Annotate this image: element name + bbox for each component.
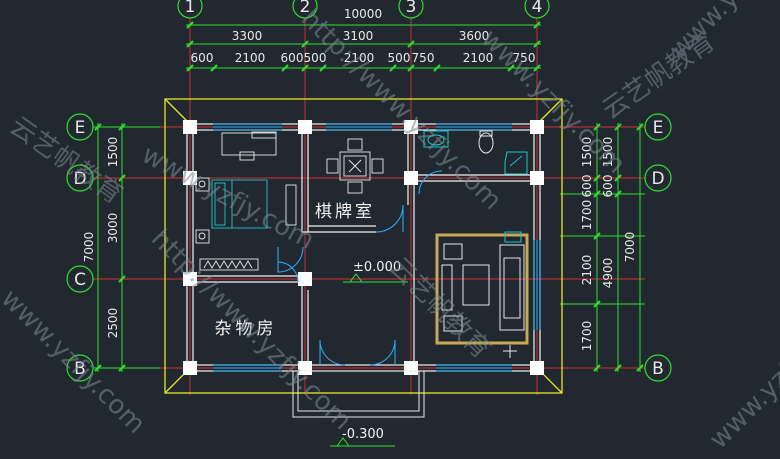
- shower: [504, 151, 528, 175]
- top-dimension-lines: [186, 21, 541, 72]
- armchair-bottom: [443, 315, 463, 332]
- dim-top-span-2: 3100: [343, 29, 374, 43]
- axis-label-4: 4: [532, 0, 543, 17]
- axis-bubble-b-right: [644, 354, 672, 382]
- desk: [221, 132, 277, 156]
- axis-bubble-4: [524, 0, 550, 19]
- dim-right-seg-4: 2100: [580, 255, 594, 286]
- tv-cabinet: [441, 264, 453, 311]
- axis-label-b-left: B: [74, 359, 86, 379]
- watermark-url-bottomright: www.yzfjy.com: [704, 299, 780, 455]
- axis-label-3: 3: [406, 0, 417, 17]
- floor-level-label: ±0.000: [353, 260, 401, 275]
- toilet: [478, 132, 494, 154]
- rug: [435, 233, 529, 345]
- windows: [213, 123, 541, 372]
- watermark-brand-center: 云艺帆教育: [383, 252, 496, 365]
- dim-right-seg-1: 1500: [580, 137, 594, 168]
- dim-left-span-1: 1500: [106, 137, 120, 168]
- axis-bubble-2: [292, 0, 318, 19]
- step-level-label: -0.300: [342, 427, 384, 442]
- room-label-storage: 杂物房: [215, 319, 278, 339]
- dim-top-seg-6: 500: [388, 51, 411, 65]
- axis-label-1: 1: [185, 0, 196, 17]
- dim-right-seg-3: 1700: [580, 200, 594, 231]
- dim-top-seg-2: 2100: [235, 51, 266, 65]
- axis-bubble-e-right: [644, 113, 672, 141]
- bathroom-fixtures: [423, 130, 528, 175]
- dim-right-seg-2: 600: [580, 175, 594, 198]
- axis-bubble-d-left: [66, 164, 94, 192]
- level-markers: [330, 273, 408, 447]
- nightstand-top: [195, 177, 210, 192]
- eaves-outline: [164, 98, 563, 394]
- dim-top-seg-1: 600: [191, 51, 214, 65]
- right-dimension-lines: [560, 123, 645, 372]
- axis-label-c-left: C: [74, 270, 86, 290]
- bed: [211, 179, 268, 229]
- dim-right-seg-5: 1700: [580, 321, 594, 352]
- entrance-porch: [292, 370, 425, 418]
- dim-left-span-3: 2500: [106, 308, 120, 339]
- bedroom-furniture: [195, 131, 297, 271]
- dim-right-total: 7000: [623, 232, 637, 263]
- room-label-chess: 棋牌室: [315, 202, 375, 222]
- axis-bubble-3: [398, 0, 424, 19]
- living-room-furniture: [435, 231, 529, 358]
- dim-top-total: 10000: [344, 7, 382, 21]
- axis-bubble-c-left: [66, 265, 94, 293]
- dim-top-span-3: 3600: [459, 29, 490, 43]
- dim-right-span-2: 600: [601, 175, 615, 198]
- coffee-table: [462, 264, 490, 306]
- dim-right-span-1: 1500: [601, 137, 615, 168]
- nightstand-bottom: [195, 229, 210, 244]
- dim-top-seg-8: 2100: [463, 51, 494, 65]
- door-swings: [277, 170, 443, 366]
- dim-left-span-2: 3000: [106, 213, 120, 244]
- axis-label-e-left: E: [75, 118, 86, 138]
- left-dimension-lines: [93, 123, 160, 372]
- axis-bubble-d-right: [644, 164, 672, 192]
- dim-left-total: 7000: [82, 232, 96, 263]
- mahjong-table: [326, 138, 384, 194]
- dim-top-seg-5: 2100: [344, 51, 375, 65]
- dim-top-seg-3: 600: [281, 51, 304, 65]
- dim-top-seg-9: 750: [513, 51, 536, 65]
- watermark-url-topright: www.yzfjy.com: [664, 0, 780, 65]
- dim-right-span-3: 4900: [601, 258, 615, 289]
- wardrobe: [199, 258, 259, 271]
- basin: [423, 130, 449, 148]
- watermark-url-bottomleft: www.yzfjy.com: [0, 284, 151, 440]
- axis-label-b-right: B: [652, 359, 664, 379]
- sofa: [499, 244, 525, 331]
- armchair-top: [443, 243, 463, 260]
- dim-top-span-1: 3300: [232, 29, 263, 43]
- axis-label-d-left: D: [73, 169, 86, 189]
- axis-label-d-right: D: [651, 169, 664, 189]
- axis-label-e-right: E: [653, 118, 664, 138]
- axis-label-2: 2: [300, 0, 311, 17]
- axis-bubble-1: [177, 0, 203, 19]
- dim-top-seg-4: 500: [304, 51, 327, 65]
- watermark-url-bottom: http://www.yzfjy.com: [145, 224, 357, 436]
- dim-top-seg-7: 750: [412, 51, 435, 65]
